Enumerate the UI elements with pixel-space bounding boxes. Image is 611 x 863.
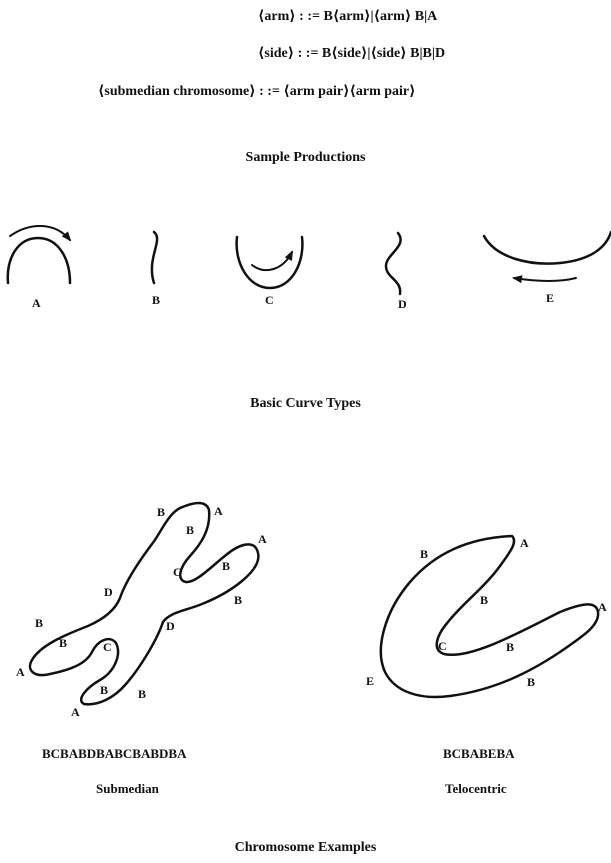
submedian-label-d: D <box>166 619 175 633</box>
submedian-label-b: B <box>100 683 108 697</box>
submedian-string: BCBABDBABCBABDBA <box>42 746 186 762</box>
curve-c-arrow <box>252 252 292 270</box>
submedian-label-b: B <box>59 636 67 650</box>
submedian-label-b: B <box>234 593 242 607</box>
submedian-label-b: B <box>222 559 230 573</box>
curve-d <box>386 233 401 294</box>
curve-label-e: E <box>546 291 554 305</box>
submedian-label-a: A <box>16 665 25 679</box>
telocentric-label-b: B <box>420 547 428 561</box>
telocentric-label-e: E <box>366 674 374 688</box>
telocentric-name: Telocentric <box>445 781 507 797</box>
submedian-label-b: B <box>35 616 43 630</box>
submedian-label-c: C <box>173 565 182 579</box>
telocentric-string: BCBABEBA <box>443 746 515 762</box>
telocentric-outline <box>381 536 598 697</box>
telocentric-label-c: C <box>438 639 447 653</box>
curve-label-b: B <box>152 293 160 307</box>
telocentric-label-b: B <box>480 593 488 607</box>
submedian-label-b: B <box>186 523 194 537</box>
submedian-label-c: C <box>103 640 112 654</box>
curve-label-a: A <box>32 296 41 310</box>
telocentric-label-b: B <box>506 640 514 654</box>
submedian-label-d: D <box>104 585 113 599</box>
curve-a <box>8 238 70 283</box>
telocentric-label-a: A <box>598 600 607 614</box>
curve-label-d: D <box>398 297 407 311</box>
curve-label-c: C <box>265 293 274 307</box>
submedian-label-a: A <box>258 532 267 546</box>
submedian-label-a: A <box>71 705 80 719</box>
submedian-name: Submedian <box>96 781 159 797</box>
submedian-label-b: B <box>138 687 146 701</box>
submedian-label-a: A <box>214 504 223 518</box>
telocentric-label-a: A <box>520 536 529 550</box>
curve-e-arrow <box>514 278 576 281</box>
curve-c <box>237 237 303 288</box>
submedian-label-b: B <box>157 505 165 519</box>
curve-b <box>152 232 157 283</box>
telocentric-label-b: B <box>527 675 535 689</box>
submedian-outline <box>30 503 258 704</box>
curve-e <box>484 232 611 264</box>
